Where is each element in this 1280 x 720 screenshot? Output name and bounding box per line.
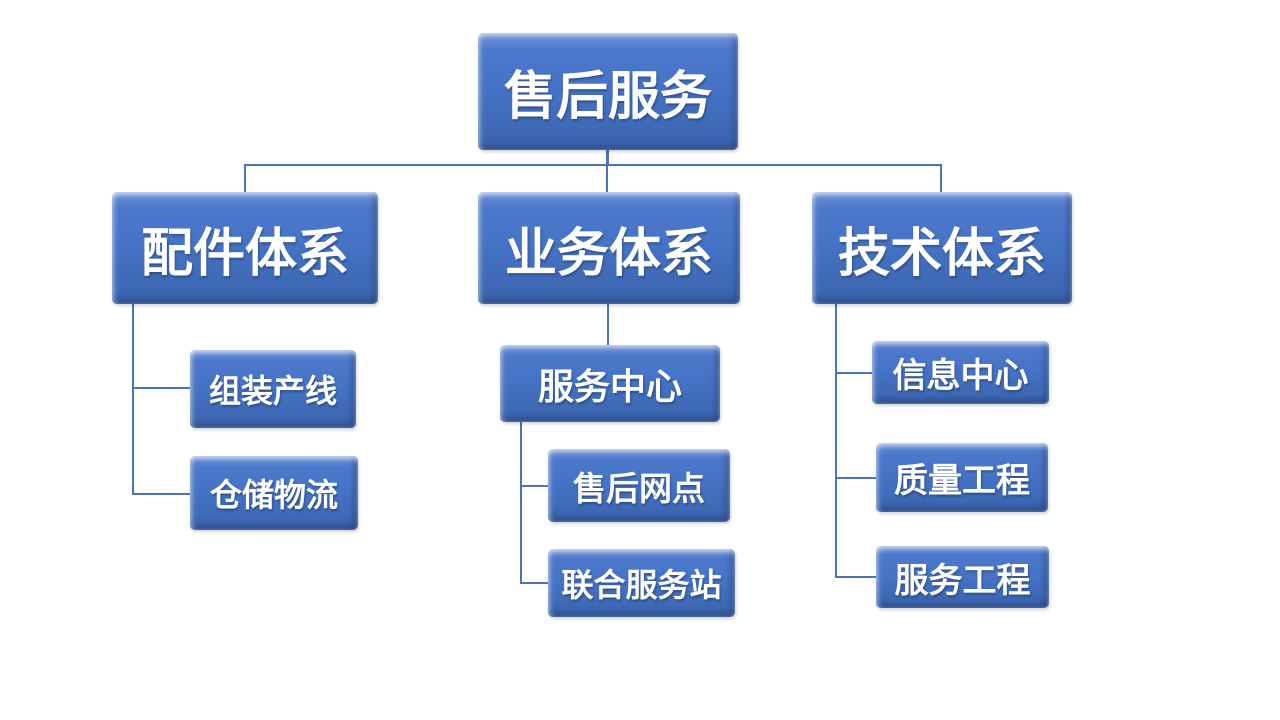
connector-root-stub bbox=[606, 150, 609, 166]
node-service-center: 服务中心 bbox=[500, 345, 720, 422]
connector-branch-assembly bbox=[132, 387, 190, 389]
connector-drop-technical bbox=[940, 164, 942, 192]
node-warehousing-logistics: 仓储物流 bbox=[190, 456, 358, 530]
connector-business-to-center bbox=[607, 304, 609, 345]
node-technical-system: 技术体系 bbox=[812, 192, 1072, 304]
connector-branch-station bbox=[520, 582, 548, 584]
node-after-sales-service: 售后服务 bbox=[478, 33, 738, 150]
connector-branch-quality bbox=[835, 477, 876, 479]
connector-hang-technical bbox=[835, 304, 837, 578]
connector-branch-serviceeng bbox=[835, 576, 876, 578]
connector-horizontal-bar bbox=[244, 164, 942, 166]
node-information-center: 信息中心 bbox=[872, 341, 1049, 404]
connector-branch-info bbox=[835, 372, 872, 374]
node-quality-engineering: 质量工程 bbox=[876, 443, 1048, 512]
node-after-sales-outlets: 售后网点 bbox=[548, 449, 730, 522]
node-joint-service-station: 联合服务站 bbox=[548, 549, 735, 617]
node-assembly-line: 组装产线 bbox=[190, 350, 356, 428]
connector-hang-parts bbox=[132, 304, 134, 495]
connector-drop-business bbox=[606, 164, 608, 192]
node-business-system: 业务体系 bbox=[478, 192, 740, 304]
node-service-engineering: 服务工程 bbox=[876, 546, 1049, 608]
connector-branch-warehouse bbox=[132, 493, 190, 495]
connector-branch-outlets bbox=[520, 485, 548, 487]
connector-drop-parts bbox=[244, 164, 246, 192]
connector-hang-service bbox=[520, 422, 522, 584]
node-parts-system: 配件体系 bbox=[112, 192, 378, 304]
